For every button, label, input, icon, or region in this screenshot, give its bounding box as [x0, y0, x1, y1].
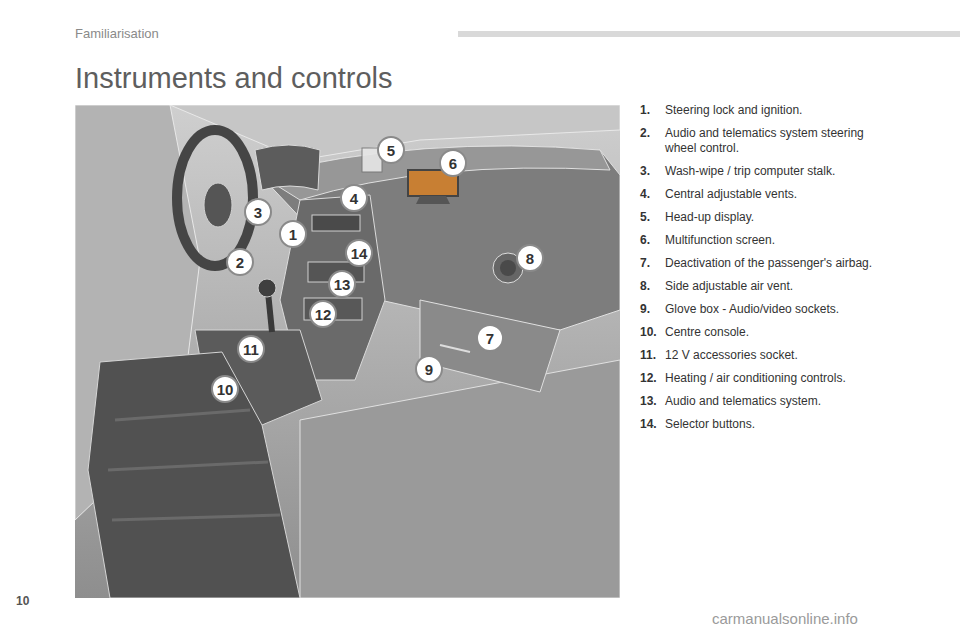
list-number: 10. [640, 325, 657, 340]
page-title: Instruments and controls [75, 62, 393, 95]
list-item: Central adjustable vents. [665, 187, 893, 202]
list-item: Audio and telematics system steering whe… [665, 126, 893, 156]
list-item: Centre console. [665, 325, 893, 340]
list-item: Side adjustable air vent. [665, 279, 893, 294]
list-number: 1. [640, 103, 650, 118]
list-number: 6. [640, 233, 650, 248]
callout-number: 2 [226, 248, 254, 276]
list-item: Deactivation of the passenger's airbag. [665, 256, 893, 271]
callout-number: 4 [340, 184, 368, 212]
screen-base [416, 196, 450, 204]
callout-number: 6 [439, 149, 467, 177]
gear-knob [258, 279, 276, 297]
list-number: 4. [640, 187, 650, 202]
list-item: 12 V accessories socket. [665, 348, 893, 363]
driver-seat [88, 352, 300, 598]
list-item: Glove box - Audio/video sockets. [665, 302, 893, 317]
list-number: 8. [640, 279, 650, 294]
callout-number: 5 [377, 136, 405, 164]
list-item: Wash-wipe / trip computer stalk. [665, 164, 893, 179]
callout-number: 1 [279, 220, 307, 248]
callout-number: 8 [516, 244, 544, 272]
header-bar [458, 31, 960, 37]
steering-wheel [177, 130, 253, 266]
list-number: 3. [640, 164, 650, 179]
list-number: 5. [640, 210, 650, 225]
callout-number: 3 [244, 198, 272, 226]
list-number: 14. [640, 417, 657, 432]
page-number: 10 [16, 594, 29, 608]
list-item: Audio and telematics system. [665, 394, 893, 409]
watermark: carmanualsonline.info [712, 610, 858, 627]
callout-number: 10 [211, 375, 239, 403]
list-item: Steering lock and ignition. [665, 103, 893, 118]
instrument-cluster [255, 145, 320, 190]
steering-hub [204, 183, 232, 227]
glove-box-handle [440, 345, 470, 352]
list-number: 11. [640, 348, 656, 363]
callout-number: 11 [237, 335, 265, 363]
gear-lever [268, 292, 272, 332]
glove-box [420, 300, 560, 392]
list-number: 7. [640, 256, 650, 271]
list-item: Head-up display. [665, 210, 893, 225]
list-item: Heating / air conditioning controls. [665, 371, 893, 386]
list-number: 12. [640, 371, 657, 386]
callout-number: 9 [415, 355, 443, 383]
illustration-ground [75, 105, 620, 598]
list-item: Multifunction screen. [665, 233, 893, 248]
floor [300, 360, 620, 598]
list-number: 9. [640, 302, 650, 317]
side-vent-core [500, 260, 516, 276]
section-header: Familiarisation [75, 26, 159, 41]
list-number: 2. [640, 126, 650, 141]
list-number: 13. [640, 394, 657, 409]
callout-number: 14 [345, 239, 373, 267]
illustration-body [75, 105, 620, 598]
callout-number: 12 [309, 300, 337, 328]
callout-number: 13 [328, 270, 356, 298]
seat-stitching [108, 410, 280, 520]
callout-number: 7 [476, 324, 504, 352]
centre-vents [312, 215, 360, 231]
list-item: Selector buttons. [665, 417, 893, 432]
